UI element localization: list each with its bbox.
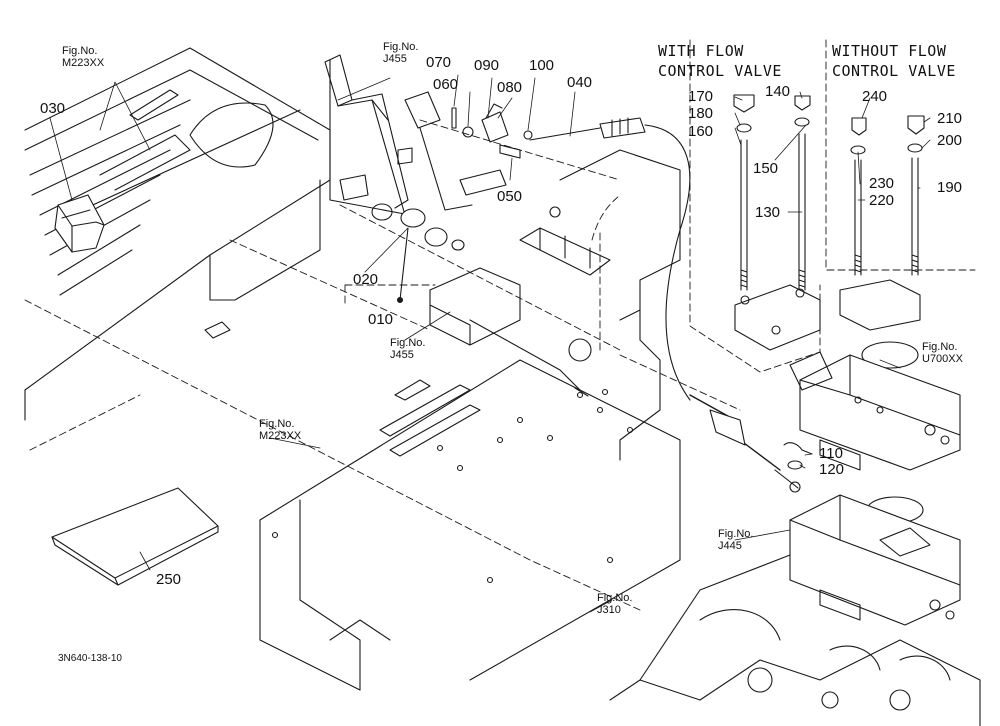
part-label-170: 170 — [688, 88, 714, 105]
fig-ref-number: J455 — [390, 349, 414, 361]
part-label-220: 220 — [869, 192, 895, 209]
fig-ref-number: J310 — [597, 604, 621, 616]
part-label-230: 230 — [869, 175, 895, 192]
fig-ref-number: J455 — [383, 53, 407, 65]
part-label-140: 140 — [765, 83, 791, 100]
part-label-030: 030 — [40, 100, 66, 117]
part-label-080: 080 — [497, 79, 523, 96]
without-header-line2: CONTROL VALVE — [832, 62, 956, 80]
fig-ref-caption: Fig.No. — [259, 418, 295, 430]
part-label-060: 060 — [433, 76, 459, 93]
part-label-040: 040 — [567, 74, 593, 91]
floor-panel — [24, 47, 331, 421]
fig-ref-number: J445 — [718, 540, 742, 552]
part-label-150: 150 — [753, 160, 779, 177]
mounting-bracket — [429, 206, 611, 397]
part-label-010: 010 — [368, 311, 394, 328]
part-label-070: 070 — [426, 54, 452, 71]
part-label-250: 250 — [156, 571, 182, 588]
part-label-180: 180 — [688, 105, 714, 122]
fig-ref-caption: Fig.No. — [62, 45, 98, 57]
without-header-line1: WITHOUT FLOW — [832, 42, 947, 60]
with-flow-control-valve-header: WITH FLOW CONTROL VALVE — [658, 41, 782, 81]
transmission-housing — [609, 554, 981, 726]
part-label-110: 110 — [819, 445, 843, 462]
floor-plate — [259, 149, 681, 691]
valve-assembly-lower — [789, 494, 961, 626]
fig-ref-j310: Fig.No. J310 — [597, 592, 632, 616]
owner-manual-250 — [51, 487, 219, 586]
fig-ref-m223xx-top: Fig.No. M223XX — [62, 45, 104, 69]
part-label-160: 160 — [688, 123, 714, 140]
with-header-line1: WITH FLOW — [658, 42, 744, 60]
fig-ref-j445: Fig.No. J445 — [718, 528, 753, 552]
part-label-210: 210 — [937, 110, 963, 127]
part-label-090: 090 — [474, 57, 500, 74]
fig-ref-caption: Fig.No. — [390, 337, 426, 349]
lever-assembly — [324, 54, 507, 304]
part-label-130: 130 — [755, 204, 781, 221]
fig-ref-j455-mid: Fig.No. J455 — [390, 337, 425, 361]
part-label-020: 020 — [353, 271, 379, 288]
cable-040 — [529, 117, 801, 493]
part-label-200: 200 — [937, 132, 963, 149]
reference-lines — [24, 39, 976, 611]
fig-ref-u700xx: Fig.No. U700XX — [922, 341, 963, 365]
part-label-120: 120 — [819, 461, 845, 478]
leader-lines — [49, 74, 931, 613]
pedal-030 — [54, 194, 105, 253]
valve-assembly-upper — [789, 279, 961, 471]
pin-and-washer — [783, 442, 813, 470]
fig-ref-caption: Fig.No. — [718, 528, 754, 540]
studs-with-valve — [733, 94, 821, 351]
fig-ref-m223xx-mid: Fig.No. M223XX — [259, 418, 301, 442]
fig-ref-j455-top: Fig.No. J455 — [383, 41, 418, 65]
drawing-code: 3N640-138-10 — [58, 653, 122, 664]
fig-ref-caption: Fig.No. — [597, 592, 633, 604]
without-flow-control-valve-header: WITHOUT FLOW CONTROL VALVE — [832, 41, 956, 81]
fig-ref-number: M223XX — [259, 430, 302, 442]
fig-ref-caption: Fig.No. — [922, 341, 958, 353]
part-label-100: 100 — [529, 57, 555, 74]
part-label-240: 240 — [862, 88, 888, 105]
with-header-line2: CONTROL VALVE — [658, 62, 782, 80]
fig-ref-number: U700XX — [922, 353, 963, 365]
small-hardware — [451, 103, 533, 159]
fig-ref-caption: Fig.No. — [383, 41, 419, 53]
part-label-190: 190 — [937, 179, 963, 196]
part-label-050: 050 — [497, 188, 523, 205]
fig-ref-number: M223XX — [62, 57, 105, 69]
